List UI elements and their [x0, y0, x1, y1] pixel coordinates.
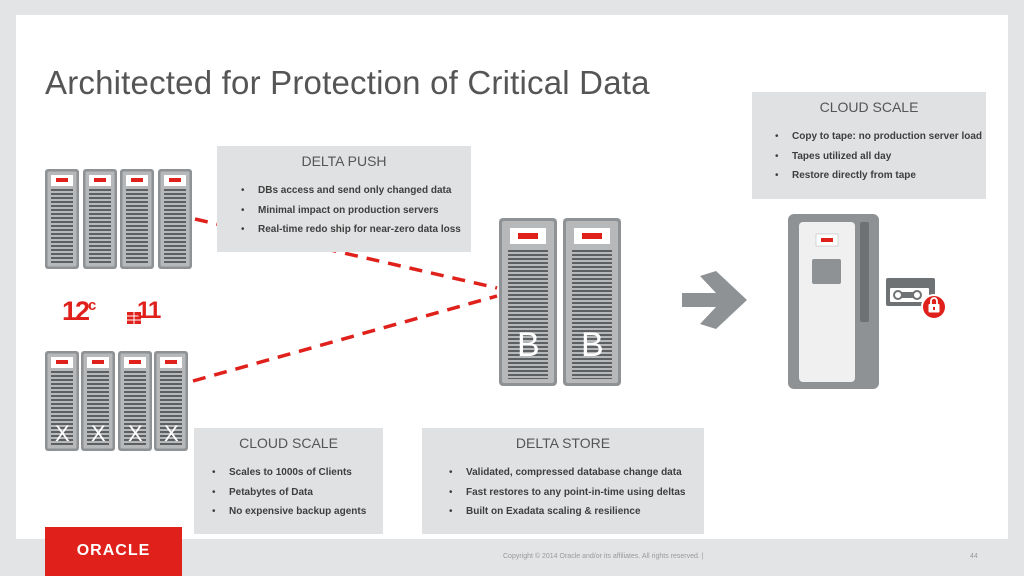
production-servers-top: [45, 169, 192, 269]
oracle-logo-text: ORACLE: [76, 542, 151, 559]
page-number: 44: [970, 553, 978, 560]
delta-store-title: DELTA STORE: [515, 435, 611, 451]
server-b-label: B: [581, 326, 604, 364]
cloud-scale-bottom-list: Scales to 1000s of Clients Petabytes of …: [194, 463, 383, 522]
list-item: Built on Exadata scaling & resilience: [449, 502, 704, 522]
delta-store-list: Validated, compressed database change da…: [422, 463, 704, 522]
list-item: Scales to 1000s of Clients: [212, 463, 383, 483]
list-item: Minimal impact on production servers: [241, 201, 471, 221]
list-item: DBs access and send only changed data: [241, 181, 471, 201]
db12-logo: 12c: [62, 296, 96, 326]
list-item: Copy to tape: no production server load: [775, 127, 986, 147]
server-x-label: X: [91, 421, 106, 446]
oracle-logo: ORACLE: [45, 527, 182, 576]
tape-cartridge-icon: [886, 278, 935, 306]
delta-push-title: DELTA PUSH: [301, 153, 387, 169]
tape-library-icon: [788, 214, 879, 389]
list-item: Real-time redo ship for near-zero data l…: [241, 220, 471, 240]
list-item: Petabytes of Data: [212, 483, 383, 503]
page-title: Architected for Protection of Critical D…: [45, 64, 650, 101]
arrow-right-icon: [682, 271, 747, 329]
server-x-label: X: [55, 421, 70, 446]
db11-logo: 11: [137, 297, 161, 324]
cloud-scale-bottom-panel: CLOUD SCALE Scales to 1000s of Clients P…: [194, 428, 383, 534]
list-item: Fast restores to any point-in-time using…: [449, 483, 704, 503]
db11-logo-icon: [127, 312, 141, 324]
copyright-text: Copyright © 2014 Oracle and/or its affil…: [503, 553, 704, 560]
server-x-label: X: [164, 421, 179, 446]
cloud-scale-top-panel: CLOUD SCALE Copy to tape: no production …: [752, 92, 986, 199]
cloud-scale-top-list: Copy to tape: no production server load …: [752, 127, 986, 186]
list-item: Tapes utilized all day: [775, 147, 986, 167]
list-item: Restore directly from tape: [775, 166, 986, 186]
cloud-scale-bottom-title: CLOUD SCALE: [239, 435, 338, 451]
delta-push-list: DBs access and send only changed data Mi…: [217, 181, 471, 240]
cloud-scale-top-title: CLOUD SCALE: [819, 99, 919, 115]
connector-bottom: [192, 294, 498, 383]
list-item: No expensive backup agents: [212, 502, 383, 522]
delta-push-panel: DELTA PUSH DBs access and send only chan…: [217, 146, 471, 252]
lock-icon: [921, 294, 947, 320]
server-b-label: B: [517, 326, 540, 364]
delta-store-panel: DELTA STORE Validated, compressed databa…: [422, 428, 704, 534]
list-item: Validated, compressed database change da…: [449, 463, 704, 483]
server-x-label: X: [128, 421, 143, 446]
